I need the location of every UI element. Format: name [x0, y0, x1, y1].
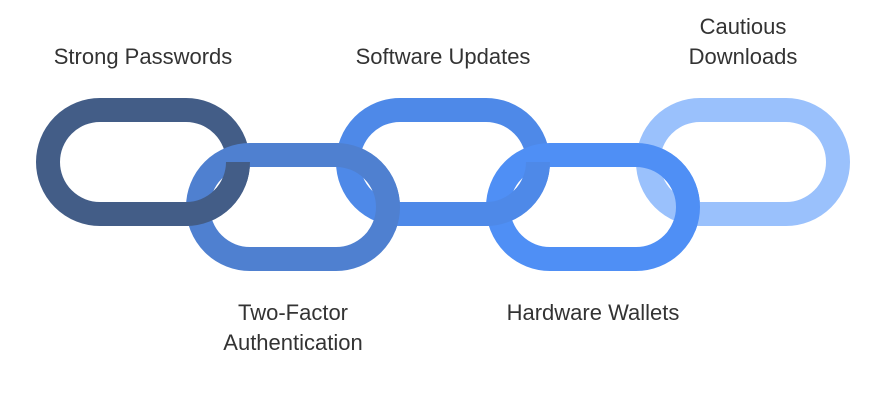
chain-link-2-overlap [333, 143, 400, 231]
label-hardware-wallets: Hardware Wallets [506, 300, 680, 325]
label-two-factor-authentication: Two-Factor Authentication [223, 300, 363, 355]
label-software-updates: Software Updates [355, 44, 531, 69]
chain-link-4-overlap [633, 143, 700, 231]
label-strong-passwords: Strong Passwords [53, 44, 233, 69]
label-cautious-downloads: Cautious Downloads [688, 14, 798, 69]
